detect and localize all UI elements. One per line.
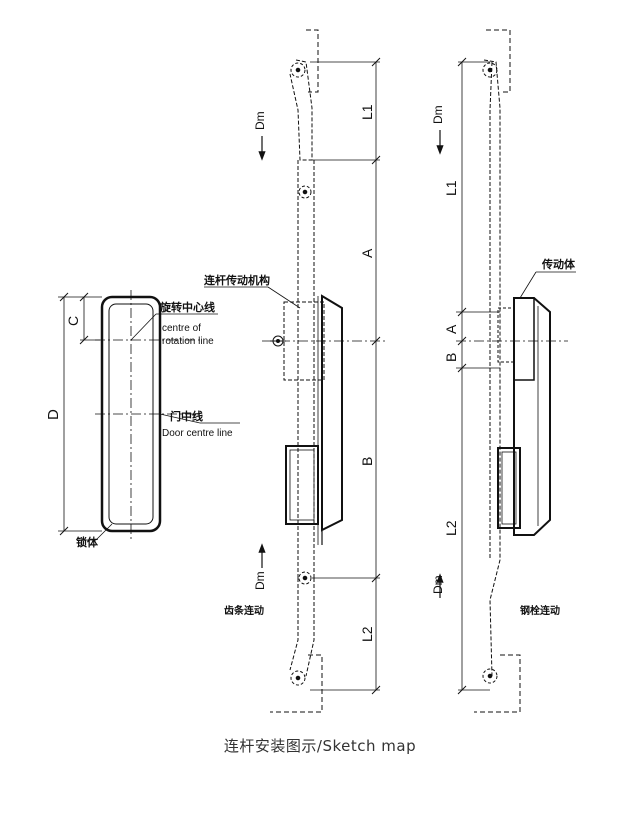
linkage-mechanism-label: 连杆传动机构 [204, 273, 270, 287]
dim-d-label: D [45, 409, 62, 420]
right-dim-l1-label: L1 [443, 180, 459, 196]
middle-dim-a-label: A [359, 248, 375, 258]
middle-dim-b-label: B [359, 457, 375, 466]
drawing-caption: 连杆安装图示/Sketch map [223, 737, 417, 755]
right-dim-l2-label: L2 [443, 520, 459, 536]
right-dm-bottom-label: Dm [431, 575, 445, 594]
door-centre-cn-label: 门中线 [170, 409, 203, 423]
dim-c-label: C [65, 316, 81, 326]
middle-dim-l1-label: L1 [359, 104, 375, 120]
middle-view [204, 29, 385, 713]
front-view [58, 290, 240, 541]
rotation-centre-en-label-2: rotation line [162, 336, 214, 347]
right-dim-a-label: A [443, 324, 459, 334]
middle-dim-l2-label: L2 [359, 626, 375, 642]
middle-dm-bottom-label: Dm [253, 571, 267, 590]
right-dm-top-label: Dm [431, 105, 445, 124]
rack-drive-label: 齿条连动 [224, 604, 264, 617]
right-view [436, 29, 576, 713]
lock-body-label: 锁体 [76, 535, 99, 549]
right-dim-b-label: B [443, 353, 459, 362]
transmission-body-label: 传动体 [541, 257, 576, 271]
door-centre-en-label: Door centre line [162, 428, 233, 439]
steel-bolt-drive-label: 钢栓连动 [520, 604, 560, 617]
rotation-centre-cn-label: 旋转中心线 [159, 300, 215, 314]
middle-dm-top-label: Dm [253, 111, 267, 130]
rotation-centre-en-label-1: centre of [162, 323, 201, 334]
